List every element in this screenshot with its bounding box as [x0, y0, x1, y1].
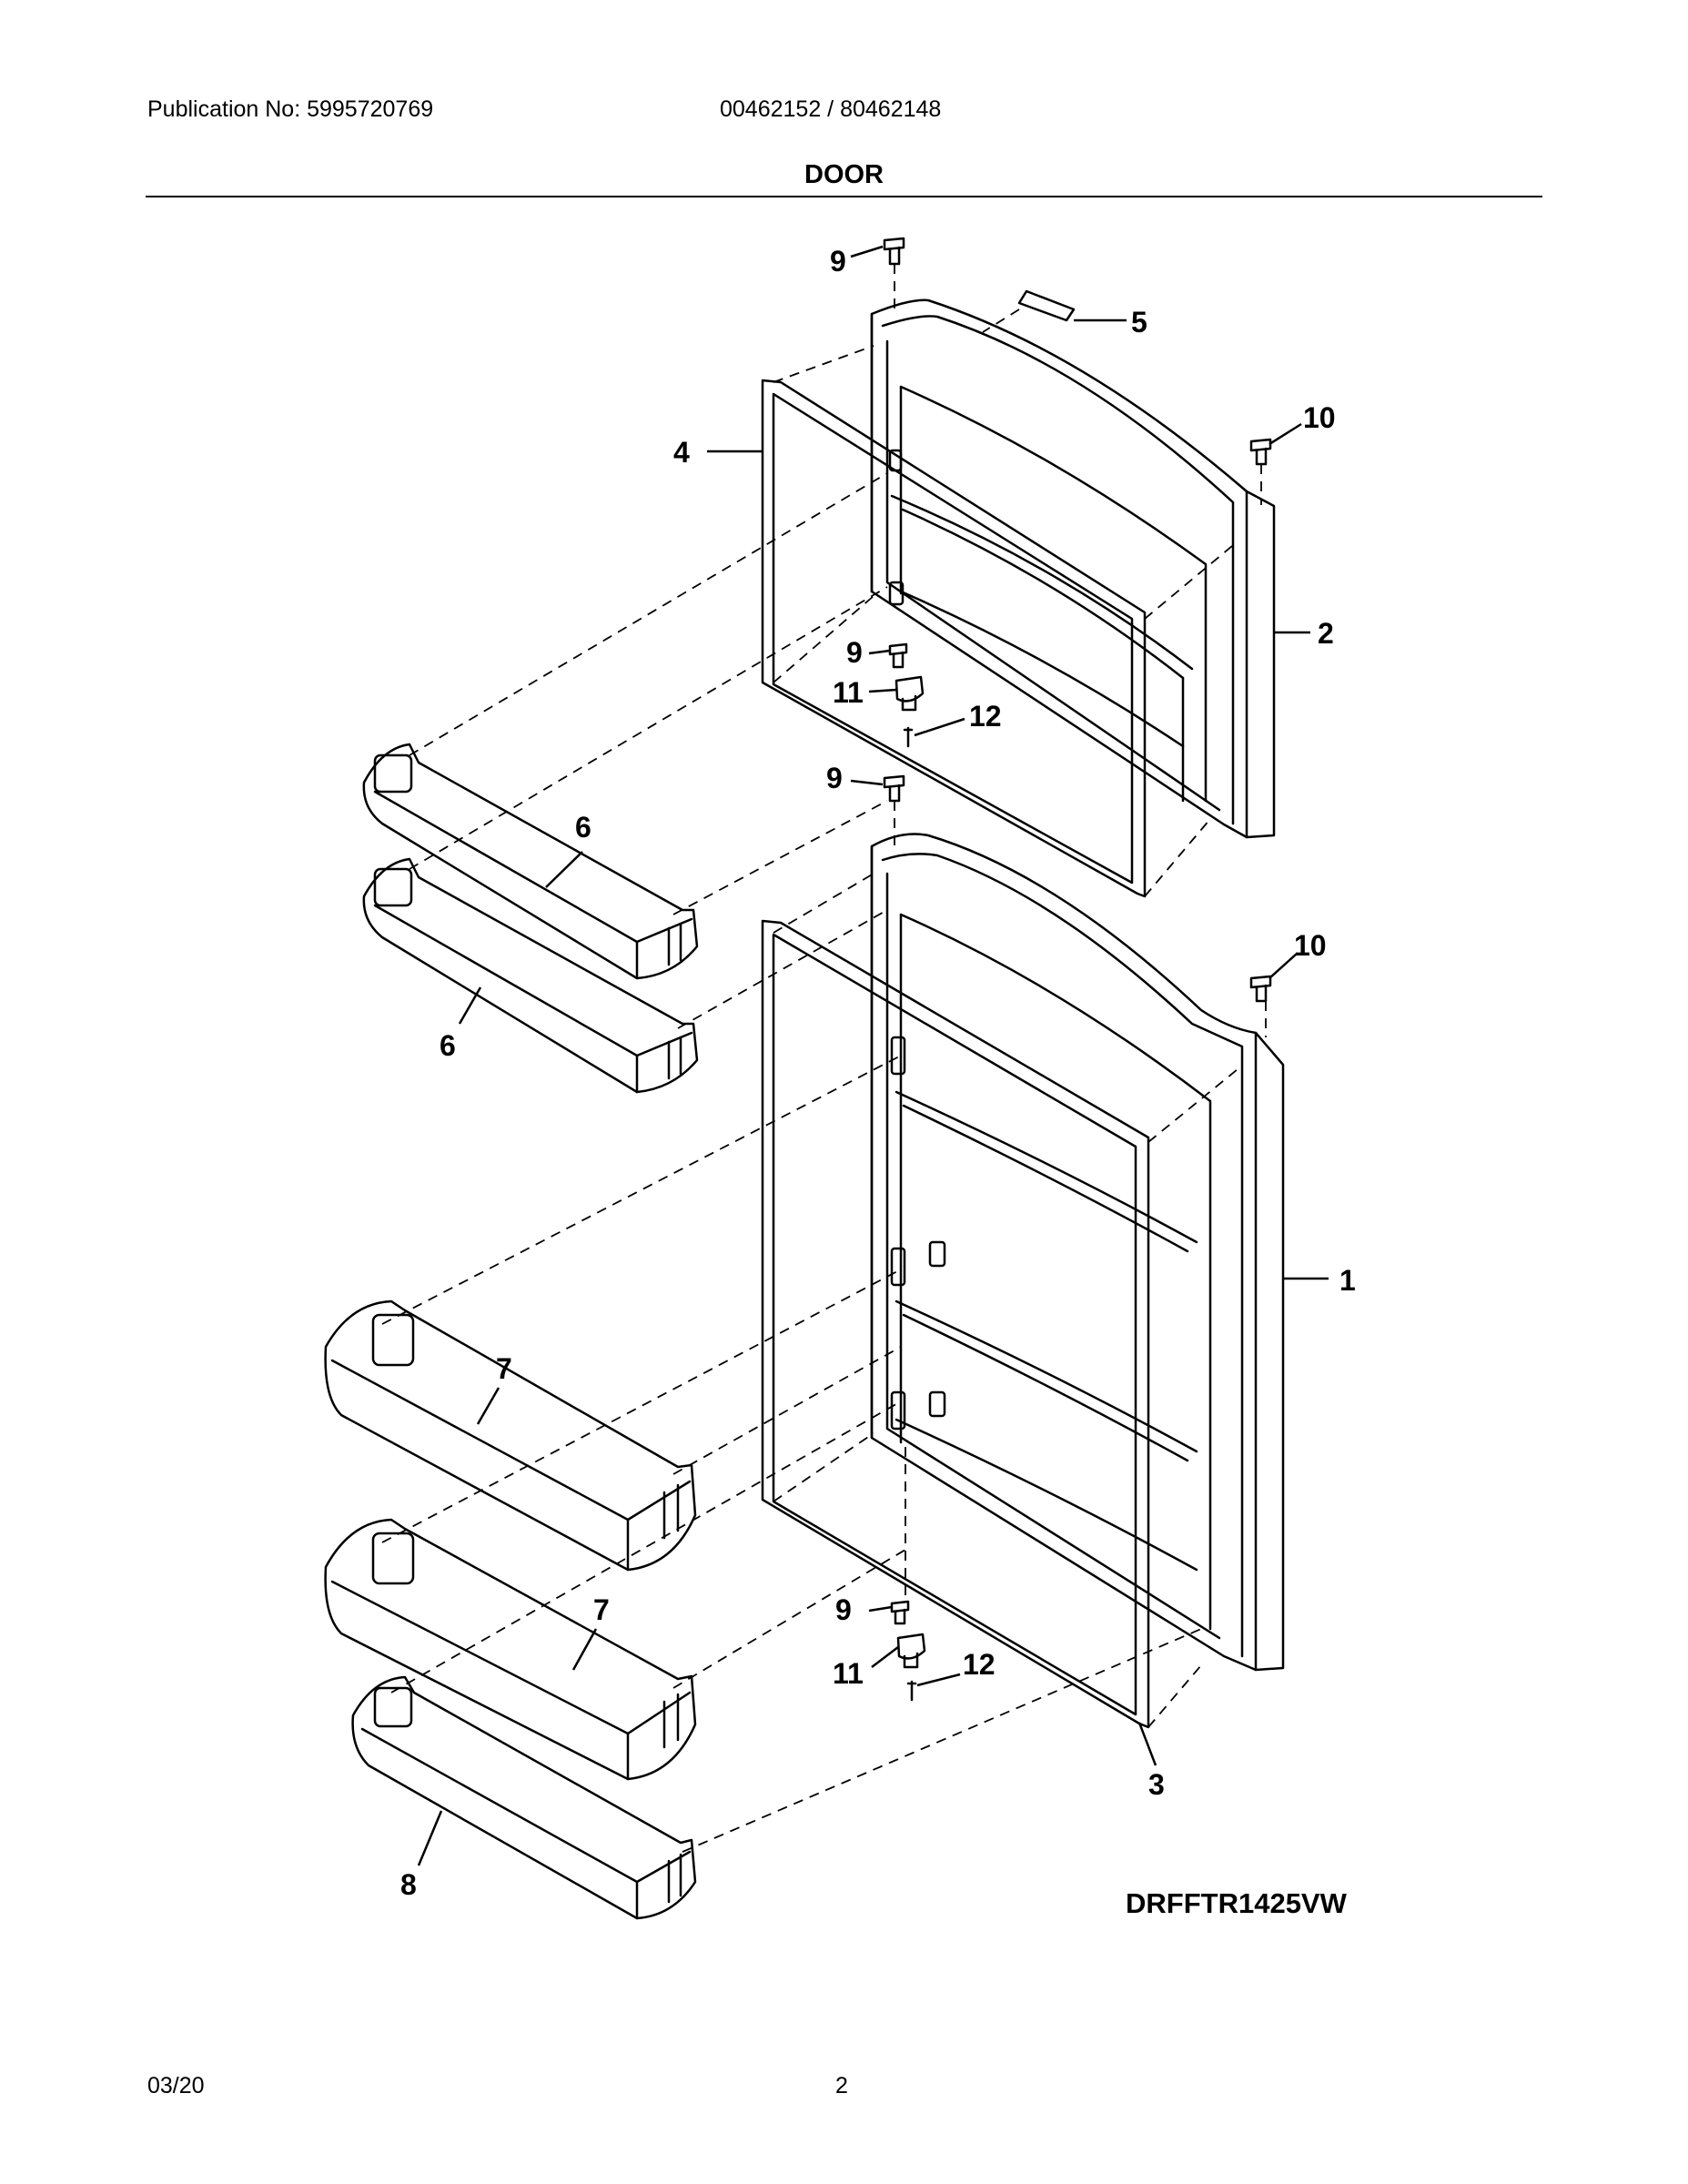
callout-9: 9: [835, 1593, 852, 1626]
label-plate: [1017, 289, 1076, 322]
model-code: DRFFTR1425VW: [1126, 1887, 1347, 1919]
leader-lines: [417, 245, 1329, 1866]
freezer-gasket: [761, 379, 1147, 898]
callout-9: 9: [846, 636, 863, 669]
callout-6: 6: [575, 811, 591, 844]
shelf-6-lower: [362, 857, 699, 1094]
callout-10: 10: [1303, 401, 1336, 434]
callout-4: 4: [673, 436, 690, 469]
page-title: DOOR: [804, 160, 884, 189]
callout-3: 3: [1148, 1768, 1165, 1801]
callout-10: 10: [1294, 929, 1327, 962]
callout-1: 1: [1339, 1264, 1356, 1297]
callout-12: 12: [969, 700, 1002, 733]
callout-7: 7: [496, 1352, 512, 1385]
callout-8: 8: [400, 1868, 417, 1901]
callout-12: 12: [963, 1648, 996, 1681]
callout-5: 5: [1131, 306, 1147, 339]
callout-6: 6: [440, 1029, 456, 1062]
shelf-8: [351, 1675, 697, 1920]
callout-2: 2: [1318, 617, 1334, 650]
footer-date: 03/20: [147, 2073, 205, 2098]
callout-11: 11: [833, 1657, 864, 1690]
header-rule: [146, 196, 1542, 197]
callout-9: 9: [826, 762, 843, 794]
screw-icon: [903, 726, 917, 1702]
shelf-6-upper: [362, 743, 699, 980]
callout-11: 11: [833, 676, 864, 709]
publication-number: Publication No: 5995720769: [147, 96, 434, 122]
page-number: 2: [835, 2073, 848, 2098]
assembly-lines: [381, 264, 1267, 1853]
shelf-7-lower: [324, 1518, 697, 1781]
callout-7: 7: [593, 1593, 610, 1626]
callout-9: 9: [830, 245, 846, 278]
freezer-door: [870, 298, 1276, 839]
shelf-7-upper: [324, 1299, 697, 1572]
hinge-bushing-icon: [895, 675, 926, 1669]
model-numbers: 00462152 / 80462148: [720, 96, 942, 122]
fresh-food-door: [870, 833, 1285, 1672]
fresh-food-gasket: [761, 919, 1150, 1729]
